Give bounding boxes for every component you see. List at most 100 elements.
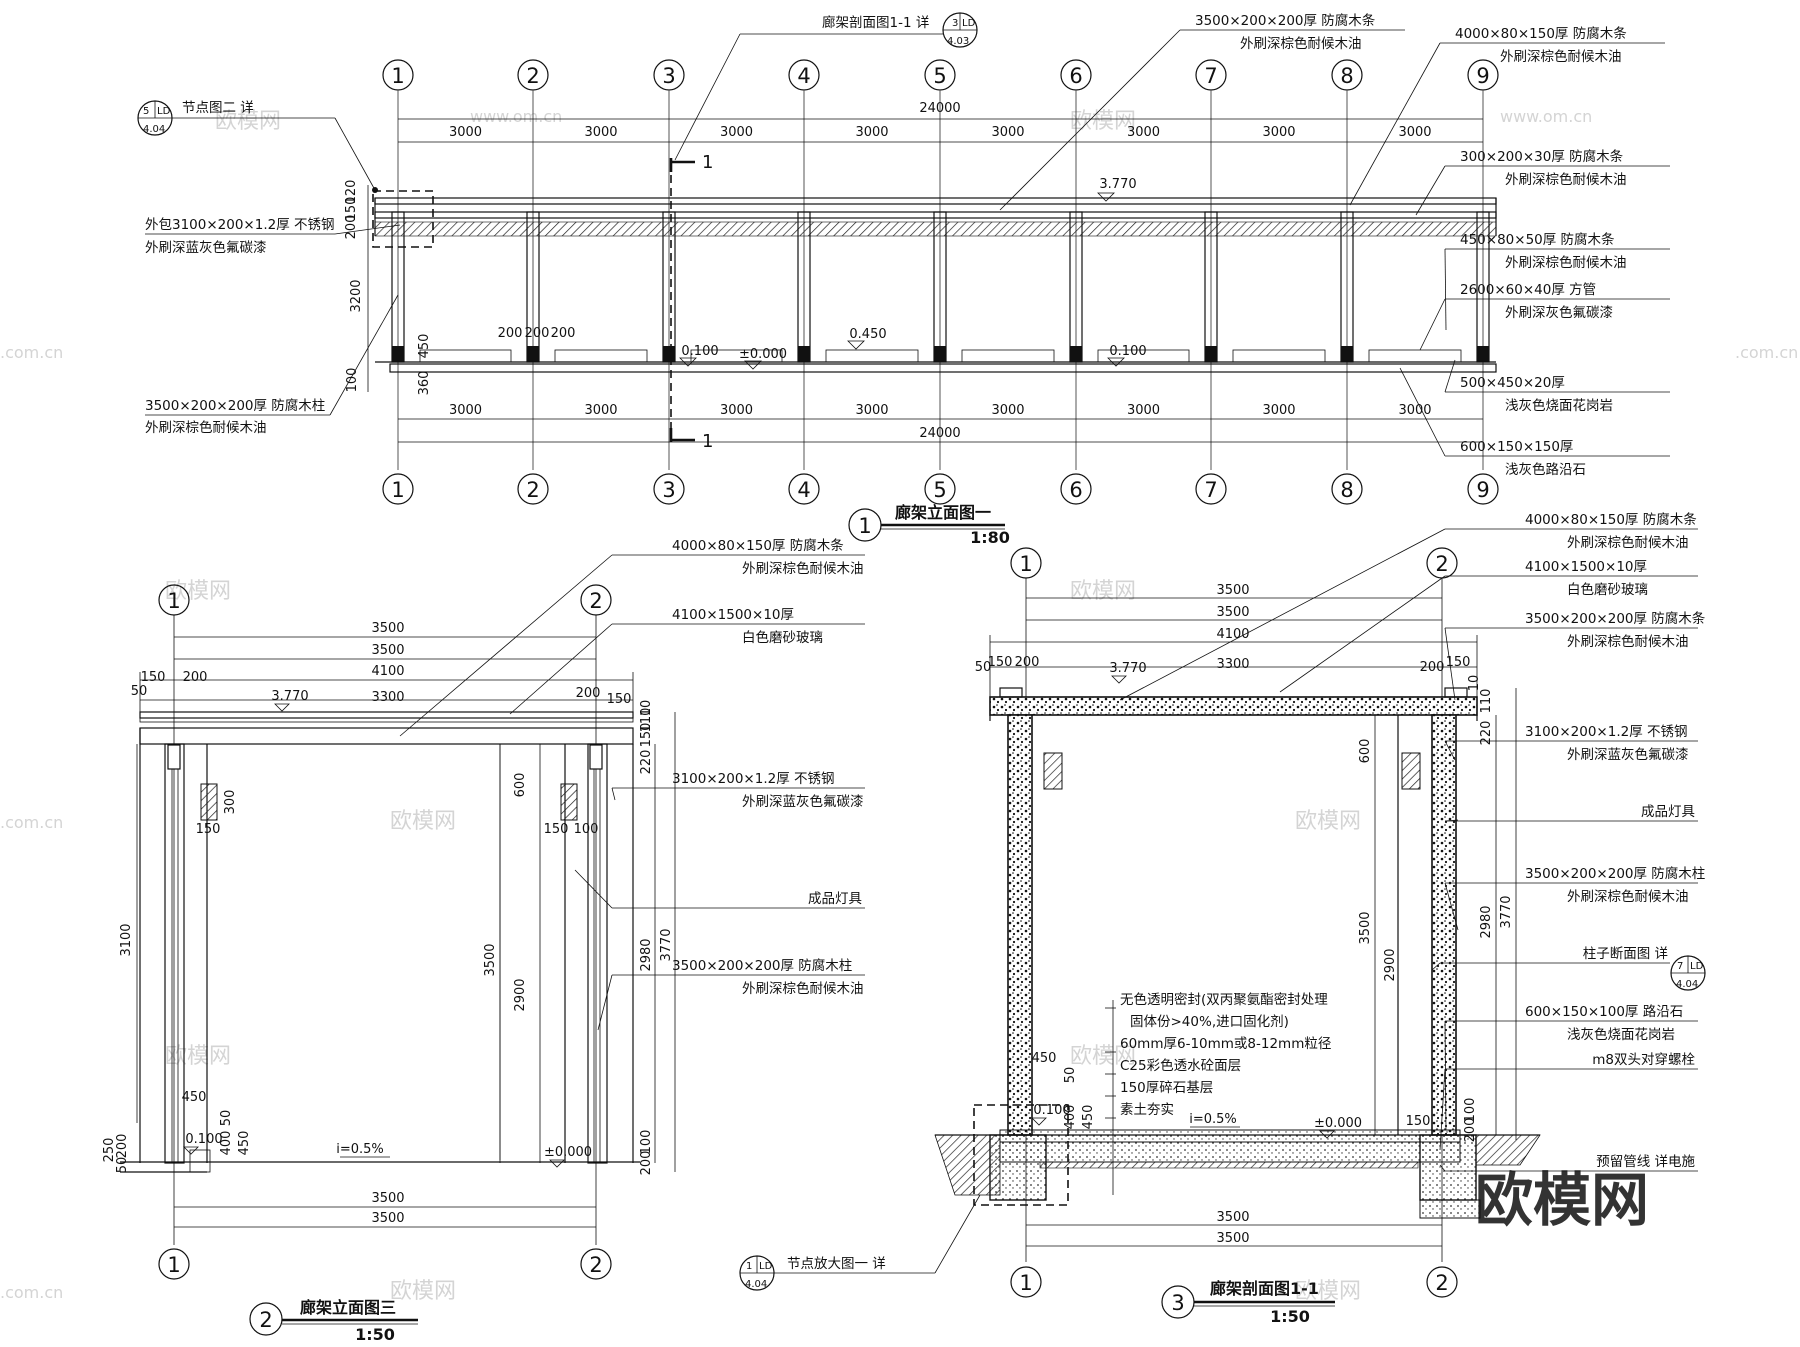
note-text: 白色磨砂玻璃 xyxy=(1567,581,1648,598)
svg-text:3300: 3300 xyxy=(1216,657,1249,672)
svg-text:450: 450 xyxy=(1081,1105,1096,1130)
detail-box xyxy=(372,190,434,248)
svg-text:2: 2 xyxy=(1435,1271,1448,1295)
note-text: 3500×200×200厚 防腐木条 xyxy=(1195,12,1376,29)
elevation-three: 1 2 1 2 3500 3500 4100 3300 50 150 200 2… xyxy=(102,537,865,1344)
note-text: 3100×200×1.2厚 不锈钢 xyxy=(672,771,835,787)
svg-text:200: 200 xyxy=(1015,655,1040,670)
svg-text:0.100: 0.100 xyxy=(1033,1103,1070,1118)
bracket xyxy=(167,744,181,770)
note-text: 4100×1500×10厚 xyxy=(672,607,794,623)
note-text: 外刷深蓝灰色氟碳漆 xyxy=(145,239,267,256)
svg-text:150: 150 xyxy=(544,822,569,837)
svg-text:2: 2 xyxy=(589,589,602,613)
note-text: 150厚碎石基层 xyxy=(1120,1079,1213,1096)
note-text: 外包3100×200×1.2厚 不锈钢 xyxy=(145,217,335,233)
bench xyxy=(1232,349,1326,363)
notes: 4000×80×150厚 防腐木条外刷深棕色耐候木油4100×1500×10厚白… xyxy=(399,537,865,1031)
detail-box xyxy=(973,1104,1069,1206)
axis-label: 8 xyxy=(1340,478,1353,502)
svg-text:1: 1 xyxy=(1019,1271,1032,1295)
view-title: 廊架立面图一 xyxy=(895,503,991,522)
column xyxy=(1431,714,1457,1136)
note-text: 3100×200×1.2厚 不锈钢 xyxy=(1525,724,1688,740)
note-text: 3500×200×200厚 防腐木柱 xyxy=(145,398,325,414)
svg-text:110: 110 xyxy=(1479,689,1494,714)
axis-label: 4 xyxy=(797,478,810,502)
axis-bubble xyxy=(1010,547,1042,579)
note-text: 成品灯具 xyxy=(808,891,862,907)
watermark-text: 欧模网 xyxy=(165,1044,231,1069)
svg-text:200: 200 xyxy=(183,670,208,685)
bench xyxy=(1368,349,1462,363)
watermark-text: 欧模网 xyxy=(1070,1044,1136,1069)
svg-text:400: 400 xyxy=(1063,1105,1078,1130)
pergola-structure xyxy=(374,197,1497,373)
svg-text:3500: 3500 xyxy=(1358,911,1373,944)
note-text: 外刷深棕色耐候木油 xyxy=(742,980,864,997)
axis-bubble xyxy=(382,473,414,505)
svg-text:±0.000: ±0.000 xyxy=(544,1145,592,1160)
level-mark: 0.450 xyxy=(849,327,886,342)
axis-label: 6 xyxy=(1069,64,1082,88)
svg-text:1: 1 xyxy=(858,514,871,538)
svg-text:450: 450 xyxy=(182,1090,207,1105)
level-mark: ±0.000 xyxy=(739,347,787,362)
note-text: 外刷深蓝灰色氟碳漆 xyxy=(742,793,864,810)
axis-label: 3 xyxy=(662,64,675,88)
note-text: 60mm厚6-10mm或8-12mm粒径 xyxy=(1120,1036,1331,1052)
svg-text:50: 50 xyxy=(975,660,992,675)
axis-bubble xyxy=(1060,473,1092,505)
svg-text:±0.000: ±0.000 xyxy=(1314,1116,1362,1131)
level-mark: 0.100 xyxy=(681,344,718,359)
svg-text:50: 50 xyxy=(115,1157,130,1174)
dim-text: 3000 xyxy=(1127,403,1160,418)
svg-text:600: 600 xyxy=(1358,739,1373,764)
axis-bubble xyxy=(1331,473,1363,505)
svg-text:450: 450 xyxy=(237,1131,252,1156)
bench xyxy=(554,349,648,363)
elevation-one-title: 1 廊架立面图一 1:80 xyxy=(848,503,1010,547)
note-text: 外刷深棕色耐候木油 xyxy=(742,560,864,577)
note-text: 600×150×100厚 路沿石 xyxy=(1525,1004,1683,1020)
axis-bubble xyxy=(1010,1266,1042,1298)
svg-text:200: 200 xyxy=(1420,660,1445,675)
axis-label: 6 xyxy=(1069,478,1082,502)
column xyxy=(1007,714,1033,1136)
svg-text:150: 150 xyxy=(1406,1114,1431,1129)
svg-text:300: 300 xyxy=(223,790,238,815)
svg-text:50: 50 xyxy=(1063,1067,1078,1084)
note-text: 4000×80×150厚 防腐木条 xyxy=(1455,25,1627,42)
watermark-text: 欧模网 xyxy=(1295,1279,1361,1304)
axis-label: 7 xyxy=(1204,64,1217,88)
svg-text:2: 2 xyxy=(589,1253,602,1277)
callout-label: 廊架剖面图1-1 详 xyxy=(822,14,929,31)
svg-text:200: 200 xyxy=(1463,1118,1478,1143)
note-text: 450×80×50厚 防腐木条 xyxy=(1460,231,1615,248)
svg-text:1: 1 xyxy=(746,1261,752,1272)
svg-text:250: 250 xyxy=(102,1138,117,1163)
svg-text:150: 150 xyxy=(196,822,221,837)
axis-label: 3 xyxy=(662,478,675,502)
note-text: 2600×60×40厚 方管 xyxy=(1460,282,1596,298)
note-text: 外刷深蓝灰色氟碳漆 xyxy=(1567,746,1689,763)
post xyxy=(587,743,608,1164)
svg-text:0.100: 0.100 xyxy=(185,1132,222,1147)
svg-text:3770: 3770 xyxy=(659,928,674,961)
note-text: 外刷深灰色氟碳漆 xyxy=(1505,304,1613,321)
svg-text:200: 200 xyxy=(115,1134,130,1159)
svg-text:LD: LD xyxy=(962,18,976,29)
note-text: 外刷深棕色耐候木油 xyxy=(1505,171,1627,188)
dim-text: 3000 xyxy=(584,403,617,418)
dimension-chains: 2400024000300030003000300030003000300030… xyxy=(398,101,1483,443)
axis-label: 2 xyxy=(526,478,539,502)
svg-text:3500: 3500 xyxy=(371,1211,404,1226)
bench xyxy=(961,349,1055,363)
svg-text:450: 450 xyxy=(1032,1051,1057,1066)
roof-beam xyxy=(989,696,1478,716)
note-text: 外刷深棕色耐候木油 xyxy=(1240,35,1362,52)
watermark-text: .com.cn xyxy=(0,813,63,832)
